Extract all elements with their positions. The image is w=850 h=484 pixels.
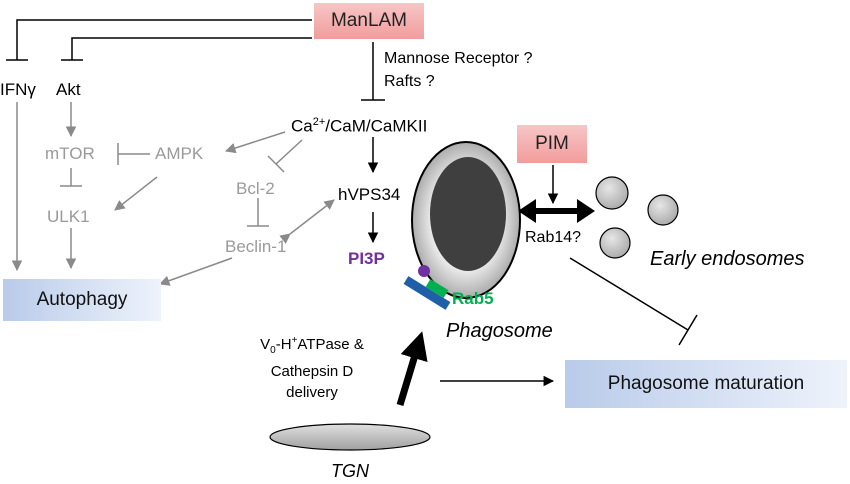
mtor-node: mTOR [45, 144, 95, 163]
bcl2-inhibition-bar [267, 155, 285, 173]
tgn-label: TGN [331, 461, 369, 481]
early-endosome-circle [599, 227, 631, 259]
pi3p-dot [418, 265, 430, 277]
pi3p-label: PI3P [348, 249, 385, 268]
tgn-shape [269, 423, 431, 451]
delivery-line: delivery [286, 384, 338, 401]
cam-node: Ca2+/CaM/CaMKII [291, 117, 427, 135]
phagosome-label: Phagosome [446, 320, 553, 342]
cam-superscript: 2+ [312, 116, 326, 128]
phagosome-maturation-box: Phagosome maturation [565, 360, 847, 408]
hvps34-node: hVPS34 [338, 185, 401, 204]
early-endosomes-label: Early endosomes [650, 248, 805, 270]
rab14-node: Rab14? [525, 229, 582, 246]
manlam-to-ifng-inhibition [16, 19, 312, 60]
pim-box: PIM [517, 125, 587, 163]
atpase-h: -H [275, 336, 292, 353]
receptor-note-line1: Mannose Receptor ? [384, 50, 533, 67]
manlam-box: ManLAM [314, 3, 424, 39]
cam-suffix: /CaM/CaMKII [325, 116, 428, 136]
cam-inhibits-bcl2 [275, 139, 303, 165]
rab14-inhibits-maturation [569, 257, 689, 331]
cam-prefix: Ca [291, 116, 313, 136]
cathepsin-line: Cathepsin D [270, 363, 354, 380]
manlam-label: ManLAM [330, 10, 408, 31]
atpase-rest: ATPase & [297, 336, 364, 353]
atpase-superscript: + [291, 335, 298, 346]
cam-to-ampk-arrow [225, 131, 286, 154]
tgn-to-phagosome-thick-arrow [396, 331, 428, 407]
phagosome-maturation-label: Phagosome maturation [607, 373, 805, 394]
ulk1-node: ULK1 [47, 207, 90, 226]
maturation-inhibition-bar [678, 314, 698, 346]
ampk-node: AMPK [155, 144, 204, 163]
receptor-note-line2: Rafts ? [384, 73, 435, 90]
pim-label: PIM [535, 133, 569, 154]
beclin-node: Beclin-1 [225, 237, 287, 256]
rab5-green-segment [425, 279, 449, 298]
bcl2-node: Bcl-2 [236, 179, 275, 198]
atpase-v: V [260, 336, 271, 353]
early-endosome-circle [595, 176, 629, 210]
rab5-label: Rab5 [452, 289, 494, 308]
beclin-hvps34-link [279, 199, 335, 244]
atpase-subscript: 0 [270, 345, 276, 356]
atpase-cathepsin-note: V0-H+ATPase & Cathepsin D delivery [252, 330, 372, 403]
phagosome-core [430, 157, 506, 271]
beclin-to-autophagy-arrow [159, 257, 233, 286]
ampk-to-ulk1-arrow [114, 176, 158, 211]
autophagy-label: Autophagy [36, 289, 128, 310]
early-endosome-circle [647, 194, 679, 226]
rab5-membrane-bar [403, 276, 451, 310]
atpase-line: V0-H+ATPase & [252, 330, 372, 361]
akt-node: Akt [56, 80, 81, 99]
ifng-node: IFNγ [0, 80, 36, 99]
autophagy-box: Autophagy [3, 279, 161, 321]
phagosome-shape [411, 141, 521, 299]
manlam-to-akt-inhibition [71, 37, 312, 60]
phagosome-endosome-fusion-arrow [518, 199, 595, 223]
